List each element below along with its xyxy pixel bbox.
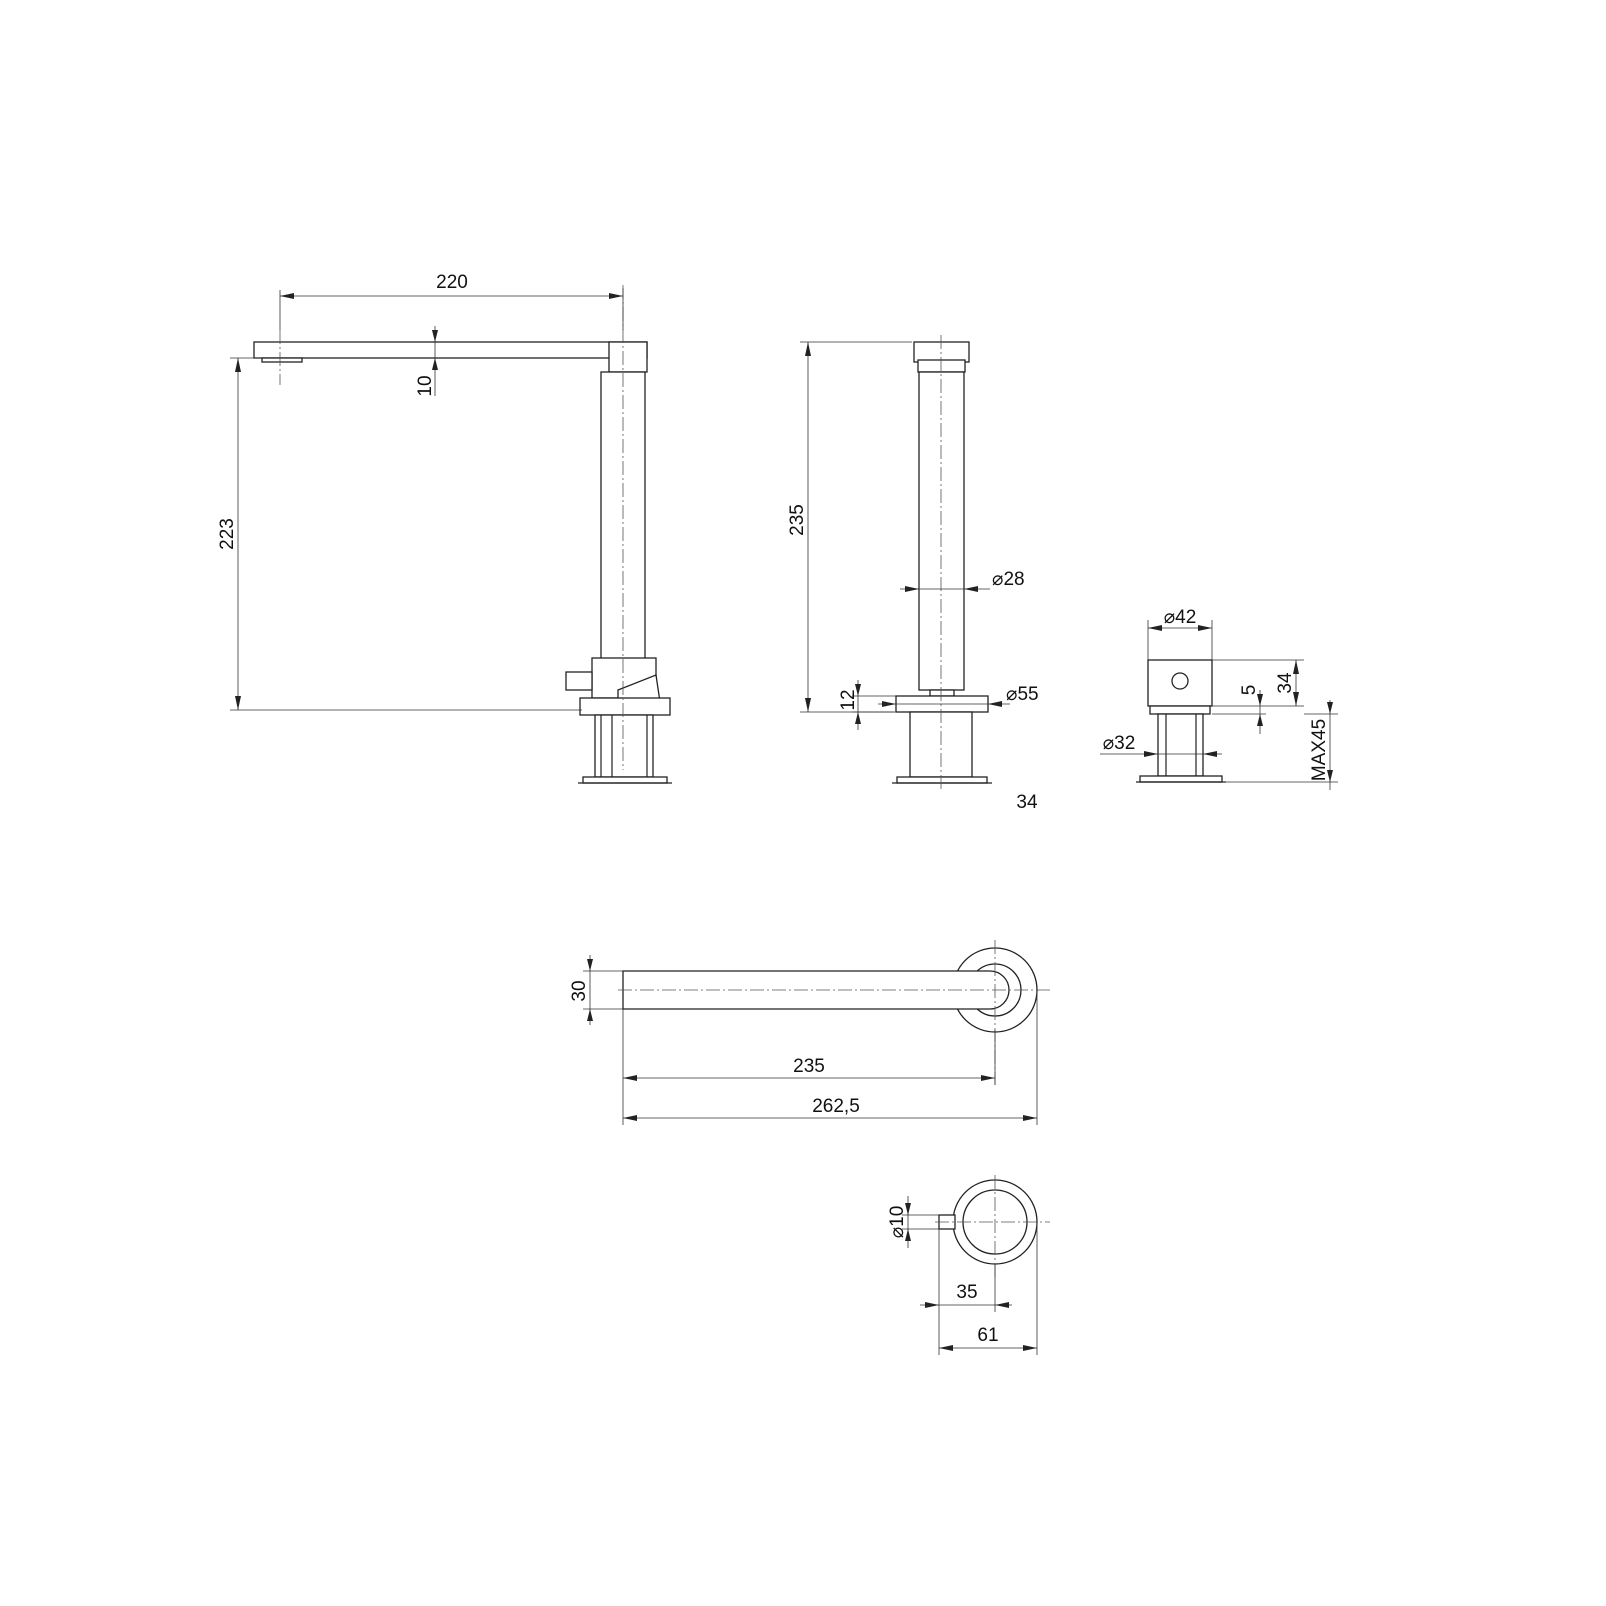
dim-lever-offset: 35 — [956, 1282, 977, 1303]
mixer-view: ⌀42 34 5 MAX45 ⌀32 — [1100, 607, 1338, 790]
spout-top — [913, 341, 970, 363]
dim-max-deck: MAX45 — [1309, 719, 1330, 781]
dim-lever-diameter: ⌀10 — [887, 1206, 908, 1239]
plan-view: 30 235 262,5 — [569, 940, 1050, 1125]
dim-base-height: 12 — [838, 689, 859, 710]
dim-base-diameter: ⌀55 — [1006, 684, 1039, 705]
dim-body-width: 61 — [977, 1325, 998, 1346]
spout-plan — [622, 970, 1010, 1010]
side-view: 220 10 223 — [217, 272, 672, 784]
spout-arm — [253, 341, 648, 359]
dim-body-height: 34 — [1275, 672, 1296, 694]
aerator — [261, 357, 303, 363]
side-lever — [565, 671, 593, 691]
dim-body-diameter: ⌀42 — [1164, 607, 1197, 628]
dim-spout-width: 30 — [569, 980, 590, 1001]
dim-spout-height: 223 — [217, 518, 238, 550]
front-nut — [896, 776, 988, 784]
dim-front-height: 235 — [787, 504, 808, 536]
spout-end — [917, 359, 966, 373]
dim-reach-total: 262,5 — [812, 1096, 860, 1117]
dim-reach-inner: 235 — [793, 1056, 825, 1077]
dim-ring-height: 5 — [1239, 685, 1260, 696]
spout-elbow — [608, 341, 648, 373]
handle-view: ⌀10 35 61 — [887, 1175, 1050, 1355]
mounting-nut — [582, 776, 668, 784]
mounting-shank — [594, 714, 654, 778]
dim-tube-diameter: ⌀28 — [992, 569, 1025, 590]
mixer-nut — [1139, 775, 1223, 783]
front-view: 235 ⌀28 12 ⌀55 34 — [787, 335, 1039, 813]
dim-spout-length: 220 — [436, 272, 468, 293]
lever-hole — [1171, 672, 1189, 690]
base-plate — [579, 697, 671, 716]
dim-note: 34 — [1016, 792, 1038, 813]
dim-spout-thickness: 10 — [415, 375, 436, 396]
column-collar — [929, 689, 955, 697]
mixer-ring — [1149, 705, 1211, 715]
column-tube — [918, 371, 965, 691]
dim-shank-diameter: ⌀32 — [1103, 733, 1136, 754]
